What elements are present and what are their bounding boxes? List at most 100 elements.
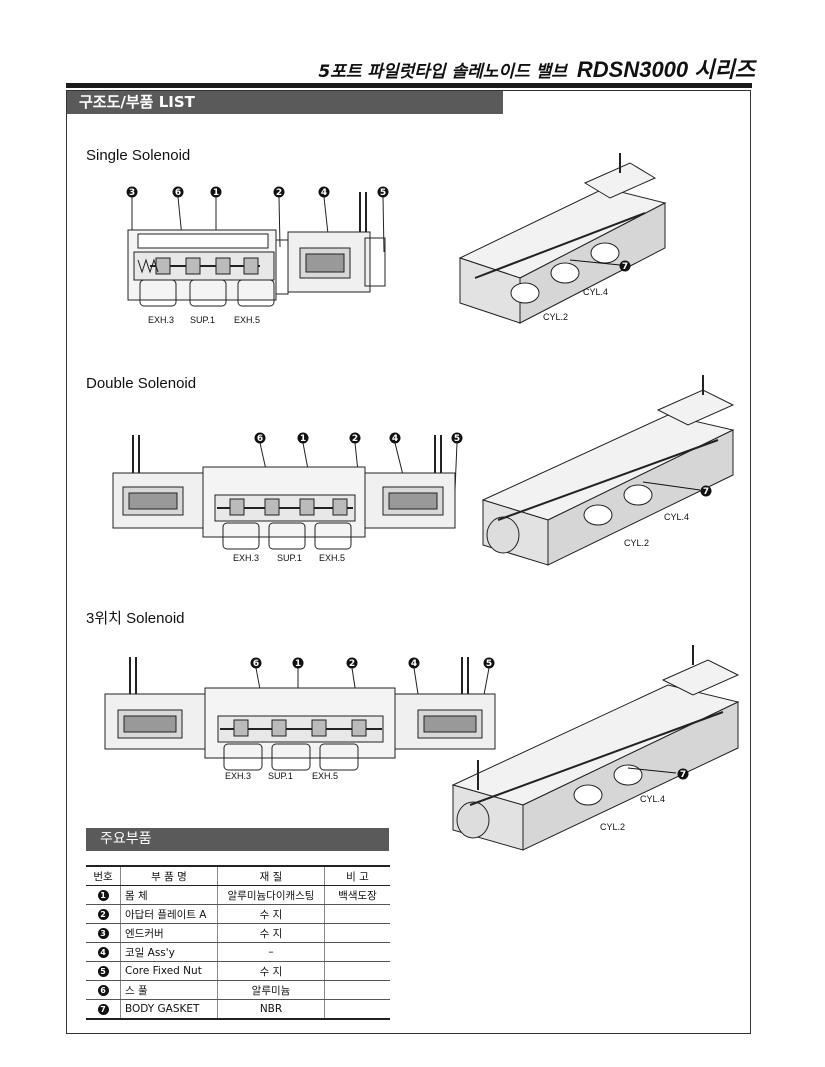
cyl2-label: CYL.2 [543,312,568,322]
callout-marker [483,657,495,669]
cyl2-label: CYL.2 [600,822,625,832]
part-name: 몸 체 [120,885,218,905]
cyl4-label: CYL.4 [583,287,608,297]
callout-marker [318,186,330,198]
callout-marker [210,186,222,198]
part-name: 스 풀 [120,980,218,1000]
part-name: 엔드커버 [120,923,218,943]
header-title-korean: 5포트 파일럿타입 솔레노이드 밸브 [318,62,567,82]
part-material: 수 지 [217,923,325,943]
callout-number: 4 [321,188,327,198]
part-remark [324,942,390,962]
isometric-drawing-3position: 7 CYL.4 CYL.2 [451,645,740,851]
header-series-name: RDSN3000 시리즈 [576,57,755,82]
table-row: 4 코일 Ass'y – [86,942,390,962]
col-header-part-name: 부 품 명 [120,865,218,886]
table-row: 3 엔드커버 수 지 [86,923,390,943]
callout-number: 2 [349,659,355,669]
callout-number: 2 [352,434,358,444]
part-remark [324,999,390,1020]
callout-marker [292,657,304,669]
port-label-sup1: SUP.1 [268,771,293,781]
callout-number: 4 [392,434,398,444]
part-material: 알루미늄다이캐스팅 [217,885,325,905]
isometric-drawing-double: 7 CYL.4 CYL.2 [481,375,735,566]
port-label-exh5: EXH.5 [234,315,260,325]
callout-marker [389,432,401,444]
callout-number: 7 [703,487,709,497]
part-material: 수 지 [217,961,325,981]
port-label-exh5: EXH.5 [312,771,338,781]
callout-number: 6 [257,434,263,444]
col-header-remark: 비 고 [324,865,390,886]
callout-marker [297,432,309,444]
part-name: Core Fixed Nut [120,961,218,981]
port-label-exh3: EXH.3 [225,771,251,781]
callout-marker [700,485,712,497]
parts-table: 번호 부 품 명 재 질 비 고 1 몸 체 알루미늄다이캐스팅 백색도장 2 … [86,865,390,1020]
callout-number: 4 [411,659,417,669]
part-remark [324,980,390,1000]
part-number: 3 [97,928,109,939]
part-number: 2 [97,909,109,920]
callout-number: 5 [486,659,492,669]
variant-title-double: Double Solenoid [86,375,197,392]
callout-marker [254,432,266,444]
part-number: 1 [97,890,109,901]
part-number: 6 [97,985,109,996]
parts-table-header-row: 번호 부 품 명 재 질 비 고 [86,865,390,886]
parts-list-title: 주요부품 [86,828,389,851]
isometric-drawing-single: 7 CYL.4 CYL.2 [458,153,667,324]
section-drawing-double: 6 1 2 4 5 EXH.3 SUP.1 EXH.5 [112,432,463,563]
cyl4-label: CYL.4 [640,794,665,804]
col-header-material: 재 질 [217,865,325,886]
part-name: 아답터 플레이트 A [120,904,218,924]
callout-marker [250,657,262,669]
part-material: 알루미늄 [217,980,325,1000]
table-row: 1 몸 체 알루미늄다이캐스팅 백색도장 [86,885,390,905]
part-number: 7 [97,1004,109,1015]
cyl2-label: CYL.2 [624,538,649,548]
callout-number: 5 [454,434,460,444]
callout-number: 6 [175,188,181,198]
callout-marker [408,657,420,669]
cyl4-label: CYL.4 [664,512,689,522]
callout-marker [677,768,689,780]
table-row: 6 스 풀 알루미늄 [86,980,390,1000]
part-material: – [217,942,325,962]
header-rule [66,83,752,88]
callout-marker [172,186,184,198]
part-remark [324,923,390,943]
table-row: 7 BODY GASKET NBR [86,999,390,1020]
part-material: 수 지 [217,904,325,924]
part-material: NBR [217,999,325,1020]
callout-marker [619,260,631,272]
section-drawing-3position: 6 1 2 4 5 EXH.3 SUP.1 EXH.5 [104,657,496,781]
callout-number: 5 [380,188,386,198]
part-remark [324,904,390,924]
callout-number: 7 [680,770,686,780]
port-label-exh3: EXH.3 [233,553,259,563]
port-label-exh5: EXH.5 [319,553,345,563]
port-label-sup1: SUP.1 [277,553,302,563]
callout-number: 3 [129,188,135,198]
callout-marker [346,657,358,669]
callout-marker [273,186,285,198]
callout-marker [126,186,138,198]
variant-title-3position: 3위치 Solenoid [86,610,185,627]
callout-number: 1 [300,434,306,444]
part-remark [324,961,390,981]
page-header-title: 5포트 파일럿타입 솔레노이드 밸브 RDSN3000 시리즈 [318,52,755,84]
callout-number: 1 [295,659,301,669]
part-number: 5 [97,966,109,977]
page-frame [66,90,751,1034]
part-name: 코일 Ass'y [120,942,218,962]
port-label-exh3: EXH.3 [148,315,174,325]
callout-number: 6 [253,659,259,669]
variant-title-single: Single Solenoid [86,147,191,164]
col-header-number: 번호 [86,865,121,886]
table-row: 2 아답터 플레이트 A 수 지 [86,904,390,924]
callout-number: 7 [622,262,628,272]
callout-number: 1 [213,188,219,198]
section-title-bar: 구조도/부품 LIST [67,91,503,114]
